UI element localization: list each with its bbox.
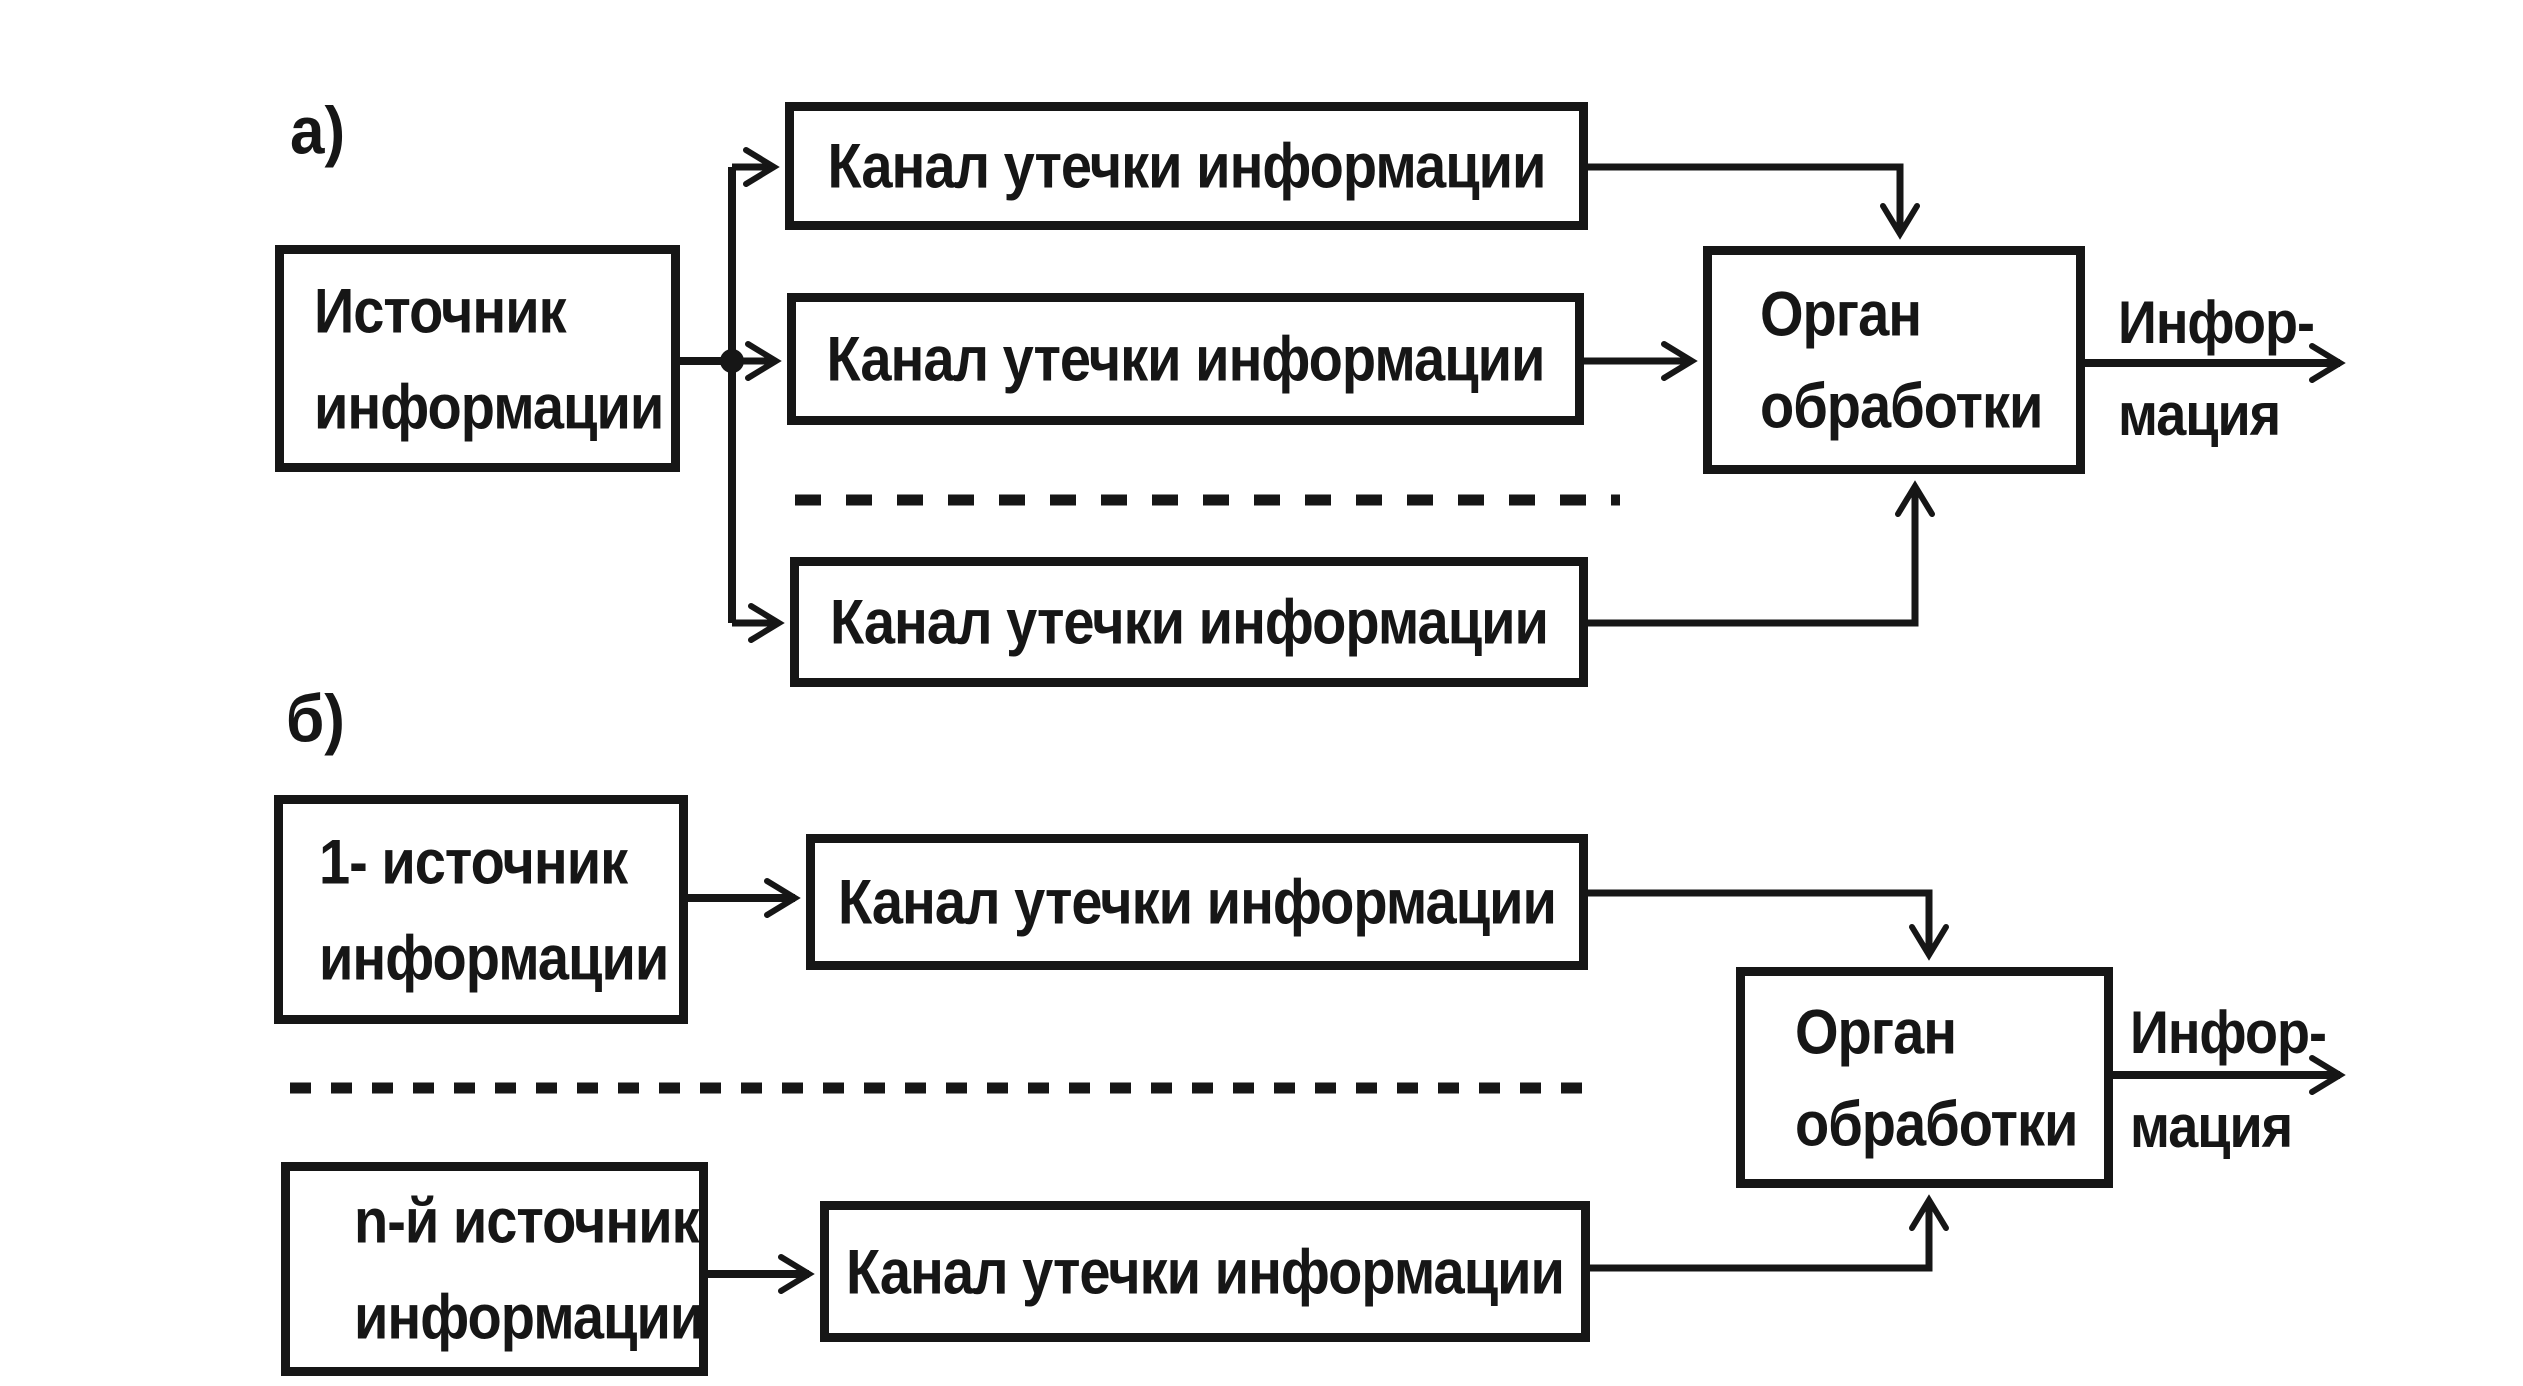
processor-box-a-line2: обработки <box>1760 370 2043 441</box>
channel-box-a3-label: Канал утечки информации <box>830 586 1549 657</box>
channel-box-b1: Канал утечки информации <box>806 834 1588 970</box>
section-a-label: а) <box>290 94 346 169</box>
source-box-a: Источник информации <box>275 245 680 472</box>
wire-a-channel-3-to-processor-bottom <box>1588 480 1935 627</box>
wire-b-channel-2-to-processor-bottom <box>1590 1194 1949 1272</box>
channel-box-a3: Канал утечки информации <box>790 557 1588 687</box>
output-label-a-line1: Инфор- <box>2118 289 2315 357</box>
source-box-bn-line2: информации <box>354 1281 704 1352</box>
channel-box-b1-label: Канал утечки информации <box>838 866 1557 937</box>
processor-box-b-line1: Орган <box>1795 995 1957 1067</box>
source-box-b1-line2: информации <box>319 921 669 993</box>
processor-box-b: Орган обработки <box>1736 967 2113 1188</box>
channel-box-b2-label: Канал утечки информации <box>846 1235 1565 1307</box>
section-b-label: б) <box>286 682 345 757</box>
source-box-bn-line1: n-й источник <box>354 1185 700 1256</box>
channel-box-a1-label: Канал утечки информации <box>827 130 1547 201</box>
processor-box-a: Орган обработки <box>1703 246 2085 474</box>
wire-a-channel-1-to-processor-top <box>1588 163 1920 240</box>
channel-box-a2: Канал утечки информации <box>787 293 1584 425</box>
output-label-a-line2: мация <box>2118 381 2281 449</box>
channel-box-a2-label: Канал утечки информации <box>826 323 1546 394</box>
source-box-a-line2: информации <box>314 370 664 442</box>
output-label-b-line2: мация <box>2130 1093 2293 1161</box>
channel-box-a1: Канал утечки информации <box>785 102 1588 230</box>
source-box-b1: 1- источник информации <box>274 795 688 1024</box>
source-box-bn: n-й источник информации <box>281 1162 708 1376</box>
processor-box-b-line2: обработки <box>1795 1087 2078 1159</box>
channel-box-b2: Канал утечки информации <box>820 1201 1590 1342</box>
wire-b-channel-1-to-processor-top <box>1588 889 1949 961</box>
processor-box-a-line1: Орган <box>1760 278 1922 349</box>
output-label-b-line1: Инфор- <box>2130 999 2327 1067</box>
source-box-b1-line1: 1- источник <box>319 825 628 897</box>
source-box-a-line1: Источник <box>314 274 567 346</box>
